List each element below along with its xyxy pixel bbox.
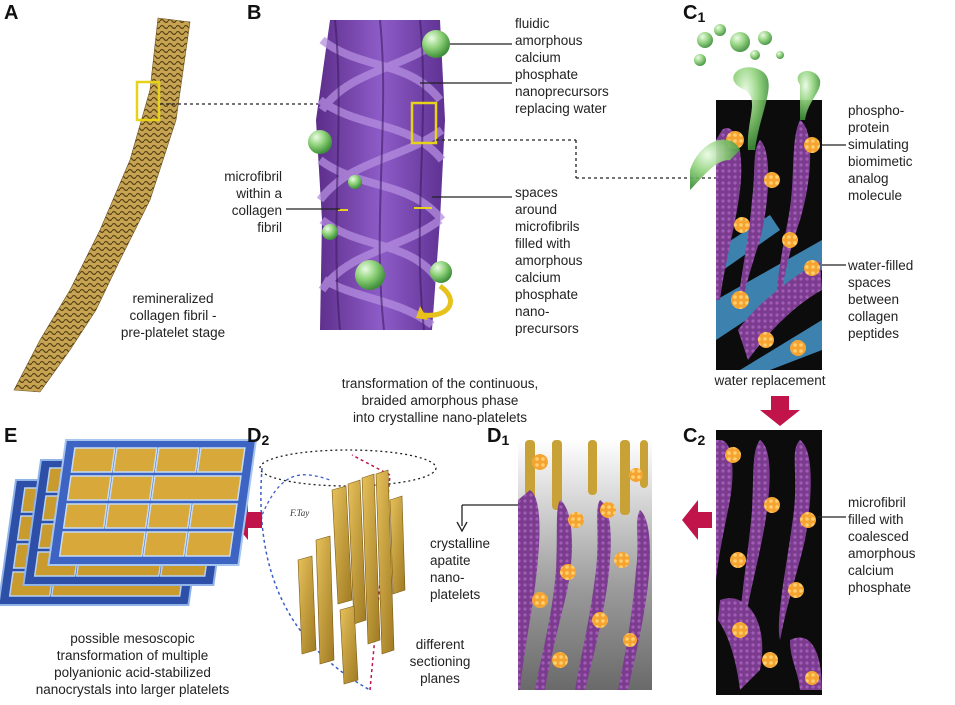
label-c1-caption: water replacement [714, 373, 826, 388]
label-a-remineralized: remineralized collagen fibril - pre-plat… [120, 291, 226, 340]
acp-droplet [430, 261, 452, 283]
acp-droplet [322, 224, 338, 240]
panel-letter-d2: D2 [247, 425, 270, 448]
label-b-fluidic: fluidic amorphous calcium phosphate nano… [515, 16, 609, 116]
arrow-c1-to-c2 [760, 396, 800, 426]
panel-letter-c1: C1 [683, 2, 706, 25]
ftay-inset: F.Tay [289, 508, 309, 518]
panel-e-platelet-stacks [0, 439, 258, 606]
panel-letter-c2: C2 [683, 425, 706, 448]
arrow-c2-to-d1 [682, 500, 712, 540]
acp-droplet [348, 175, 362, 189]
label-d2-planes: different sectioning planes [409, 637, 471, 686]
label-b-spaces: spaces around microfibrils filled with a… [515, 185, 583, 336]
panel-d1-column [518, 440, 652, 690]
arrow-d2-to-e [232, 500, 262, 540]
label-c1-phospho: phospho- protein simulating biomimetic a… [848, 103, 913, 203]
zoom-box-a [135, 80, 161, 122]
label-transformation: transformation of the continuous, braide… [341, 376, 539, 425]
panel-letter-a: A [4, 2, 19, 24]
label-b-microfibril: microfibril within a collagen fibril [224, 169, 282, 235]
panel-d2-cylinder: F.Tay [259, 449, 437, 691]
panel-b-braid [308, 19, 720, 331]
panel-letter-e: E [4, 425, 18, 447]
rotation-arrow [421, 283, 453, 318]
label-e-mesoscopic: possible mesoscopic transformation of mu… [35, 631, 230, 697]
acp-droplet [308, 130, 332, 154]
label-d2-apatite: crystalline apatite nano- platelets [430, 536, 491, 602]
panel-letter-d1: D1 [487, 425, 510, 448]
label-c2: microfibril filled with coalesced amorph… [848, 495, 916, 595]
panel-a-fibril [13, 17, 318, 393]
panel-c1-column [690, 24, 822, 370]
label-c1-water: water-filled spaces between collagen pep… [848, 258, 914, 341]
acp-droplet [422, 30, 450, 58]
zoom-box-b [410, 101, 438, 145]
panel-letter-b: B [247, 2, 262, 24]
acp-droplet [355, 260, 385, 290]
panel-c2-column [716, 430, 822, 695]
